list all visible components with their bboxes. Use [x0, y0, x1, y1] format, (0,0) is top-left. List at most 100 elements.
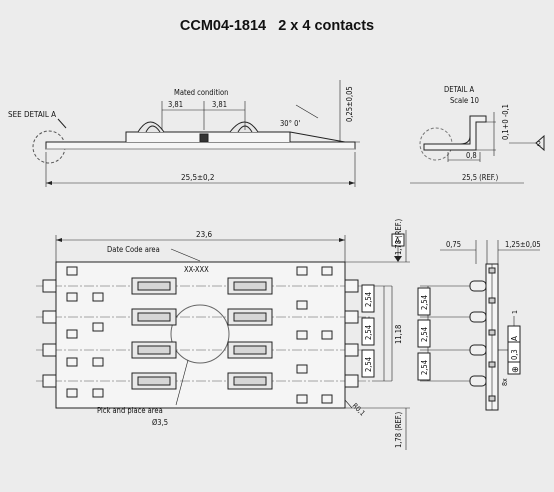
end-pitch-1: 2,54: [420, 295, 429, 310]
rib: [488, 267, 496, 274]
end-contacts: [469, 280, 487, 387]
height-dim-label: 0,25±0,05: [345, 86, 354, 122]
connector-top-body: [55, 261, 346, 409]
datum-triangle: [394, 256, 402, 262]
detail-profile: [423, 115, 487, 151]
window: [92, 388, 104, 398]
contact-pad-inner: [233, 281, 267, 291]
small-windows: [66, 266, 333, 404]
pick-place-circle: [170, 304, 230, 364]
end-contact: [469, 280, 487, 292]
overall-label: 11,18: [394, 325, 403, 344]
radius-leader: [344, 399, 353, 409]
pitch-box-2: [361, 317, 375, 346]
side-tabs: [42, 279, 359, 388]
pitch-label-1: 2,54: [364, 292, 373, 307]
window: [321, 266, 333, 276]
ref-dim-label: 25,5 (REF.): [462, 173, 499, 182]
mated-condition-label: Mated condition: [174, 88, 228, 97]
pitch-box-1: [361, 284, 375, 313]
tab-right: [344, 374, 359, 388]
width-dim-label: 23,6: [196, 230, 212, 239]
contact-column-left: [131, 277, 177, 390]
pitch-label-2: 2,54: [364, 325, 373, 340]
detail-title: DETAIL A: [444, 85, 474, 94]
window: [296, 330, 308, 340]
rib: [488, 297, 496, 304]
end-pitch-2: 2,54: [420, 327, 429, 342]
end-ribs: [488, 267, 496, 402]
gdt-frame: A 0,3 ⊕ 8x 1: [498, 310, 521, 386]
window: [321, 394, 333, 404]
tab-left: [42, 310, 57, 324]
end-pitch-box-1: [417, 287, 431, 316]
tab-left: [42, 374, 57, 388]
flag-number: 2: [537, 140, 541, 148]
window: [66, 292, 78, 302]
window: [296, 266, 308, 276]
window: [92, 292, 104, 302]
tab-dim-label: 0,8: [466, 151, 477, 160]
end-contact: [469, 311, 487, 323]
dim-pitch-right: 3,81: [212, 100, 227, 109]
see-detail-label: SEE DETAIL A: [8, 110, 56, 119]
contact-pad-inner: [233, 376, 267, 386]
end-view: 0,75 1,25±0,05: [417, 240, 541, 411]
datum-box: [391, 233, 405, 247]
contact-bump-left: [137, 121, 165, 133]
rib: [488, 395, 496, 402]
ramp-line: [289, 131, 346, 143]
detail-scale: Scale 10: [450, 96, 479, 105]
window: [92, 322, 104, 332]
pitch-box-3: [361, 349, 375, 378]
gdt-datum: A: [510, 336, 519, 341]
end-pitch-box-2: [417, 319, 431, 348]
pick-place-label: Pick and place area: [97, 406, 163, 415]
detail-bend: [459, 135, 471, 145]
date-code-label: Date Code area: [107, 245, 160, 254]
tab-right: [344, 310, 359, 324]
contact-bump-right: [229, 121, 259, 133]
window: [321, 330, 333, 340]
ref-bottom-label: 1,78 (REF.): [394, 411, 403, 448]
ref-top-label: 1,78 (REF.): [394, 218, 403, 255]
pick-place-leader: [175, 359, 189, 406]
angle-leader: [295, 104, 319, 119]
window: [92, 357, 104, 367]
end-dim-075: 0,75: [446, 240, 461, 249]
window: [296, 364, 308, 374]
gdt-tol: 0,3: [510, 349, 519, 360]
date-code-value: XX-XXX: [184, 265, 209, 274]
tab-right: [344, 279, 359, 293]
contact-pad-inner: [137, 376, 171, 386]
end-pitch-3: 2,54: [420, 360, 429, 375]
length-dim-label: 25,5±0,2: [181, 173, 215, 182]
angle-label: 30° 0': [280, 119, 300, 128]
window: [66, 329, 78, 339]
gdt-position-icon: ⊕: [511, 366, 521, 373]
rib: [488, 329, 496, 336]
gdt-one: 1: [511, 310, 519, 314]
window: [66, 266, 78, 276]
end-dim-125: 1,25±0,05: [505, 240, 541, 249]
date-code-leader: [170, 248, 201, 262]
contact-pad-inner: [137, 312, 171, 322]
rib: [488, 361, 496, 368]
connector-base: [45, 141, 356, 150]
end-contact: [469, 375, 487, 387]
contact-bump-left-inner: [145, 125, 161, 133]
contact-pad-inner: [233, 312, 267, 322]
contact-pad-inner: [233, 345, 267, 355]
end-contact: [469, 344, 487, 356]
detail-offset-label: 0,1+0 -0,1: [501, 104, 510, 140]
contact-column-right: [227, 277, 273, 390]
window: [66, 388, 78, 398]
drawing-title: CCM04-1814 2 x 4 contacts: [179, 18, 375, 34]
radius-label: R0,1: [351, 402, 367, 418]
dim-pitch-left: 3,81: [168, 100, 183, 109]
tab-left: [42, 343, 57, 357]
side-view: SEE DETAIL A Mated condition 3,81 3,81: [8, 80, 360, 187]
datum-letter: A: [395, 236, 400, 245]
